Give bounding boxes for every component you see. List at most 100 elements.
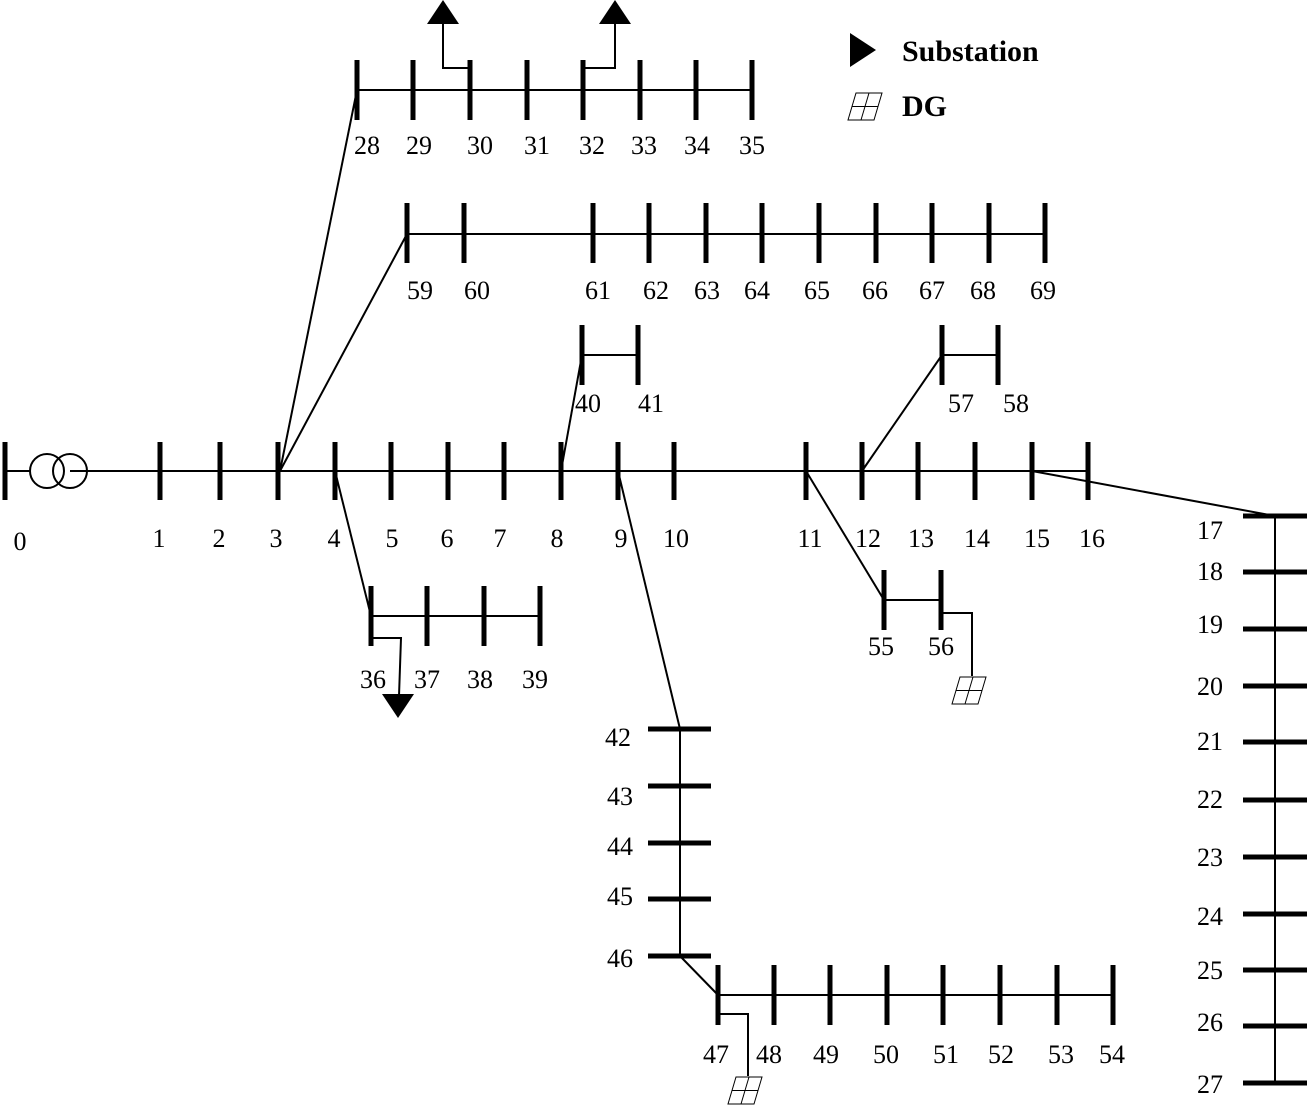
bus-label: 32 [579, 131, 605, 160]
bus-label: 63 [694, 276, 720, 305]
bus-label: 69 [1030, 276, 1056, 305]
bus-label: 3 [270, 524, 283, 553]
bus-label: 14 [964, 524, 990, 553]
feeder-8-40 [560, 354, 583, 472]
bus-label: 59 [407, 276, 433, 305]
substation-link-30 [442, 22, 470, 69]
bus-label: 58 [1003, 389, 1029, 418]
bus-label: 10 [663, 524, 689, 553]
substation-legend-icon [850, 33, 876, 67]
feeder-3-59 [279, 233, 408, 472]
bus-label: 43 [607, 782, 633, 811]
legend: Substation DG [847, 33, 1039, 123]
branch-42-46-busbars [648, 726, 711, 959]
bus-label: 23 [1197, 843, 1223, 872]
dg-link-47 [718, 1013, 749, 1076]
bus-label: 60 [464, 276, 490, 305]
branch-28-35-busbars [354, 60, 755, 120]
bus-label: 30 [467, 131, 493, 160]
bus-label: 55 [868, 632, 894, 661]
bus-label: 33 [631, 131, 657, 160]
bus-label: 42 [605, 723, 631, 752]
bus-label: 11 [797, 524, 822, 553]
substation-legend-label: Substation [902, 35, 1039, 68]
bus-label: 40 [575, 389, 601, 418]
bus-label: 5 [386, 524, 399, 553]
bus-label: 6 [441, 524, 454, 553]
bus-label: 21 [1197, 727, 1223, 756]
dg-legend-label: DG [902, 90, 947, 123]
branch-17-27-busbars [1243, 513, 1307, 1086]
bus-label: 1 [153, 524, 166, 553]
bus-label: 37 [414, 665, 440, 694]
bus-label: 41 [638, 389, 664, 418]
bus-label: 47 [703, 1040, 729, 1069]
substation-icon-36 [382, 694, 414, 718]
bus-label: 54 [1099, 1040, 1125, 1069]
bus-label: 8 [551, 524, 564, 553]
bus-label: 38 [467, 665, 493, 694]
dg-legend-icon [847, 92, 883, 121]
bus-label: 39 [522, 665, 548, 694]
bus-label: 24 [1197, 902, 1223, 931]
bus-label: 25 [1197, 956, 1223, 985]
bus-label: 44 [607, 832, 633, 861]
substation-icon-30 [427, 0, 459, 24]
bus-label: 4 [328, 524, 341, 553]
bus-label: 26 [1197, 1008, 1223, 1037]
bus-label: 56 [928, 632, 954, 661]
bus-labels: 0 1 2 3 4 5 6 7 8 9 10 11 12 13 14 15 16… [14, 131, 1224, 1099]
bus-label: 53 [1048, 1040, 1074, 1069]
bus-label: 61 [585, 276, 611, 305]
bus-label: 27 [1197, 1070, 1223, 1099]
feeder-12-57 [861, 354, 943, 472]
feeder-4-36 [334, 470, 372, 617]
bus-label: 68 [970, 276, 996, 305]
bus-label: 51 [933, 1040, 959, 1069]
bus-label: 64 [744, 276, 770, 305]
bus-label: 28 [354, 131, 380, 160]
feeder-15-17 [1031, 470, 1276, 517]
feeder-11-55 [805, 470, 885, 601]
bus-label: 62 [643, 276, 669, 305]
substation-link-36 [371, 637, 403, 697]
dg-icon-56 [951, 676, 987, 705]
bus-label: 36 [360, 665, 386, 694]
bus-label: 12 [855, 524, 881, 553]
bus-label: 49 [813, 1040, 839, 1069]
main-feeder-busbars [157, 442, 1091, 500]
bus-label: 15 [1024, 524, 1050, 553]
bus-label: 34 [684, 131, 710, 160]
bus-label: 20 [1197, 672, 1223, 701]
bus-label: 9 [615, 524, 628, 553]
bus-label: 29 [406, 131, 432, 160]
branch-59-69-busbars [404, 203, 1048, 263]
bus-label: 31 [524, 131, 550, 160]
bus-label: 46 [607, 944, 633, 973]
bus-label: 19 [1197, 610, 1223, 639]
feeder-3-28 [279, 89, 358, 472]
bus-label: 22 [1197, 785, 1223, 814]
transformer-icon [29, 453, 65, 489]
bus-label: 0 [14, 527, 27, 556]
dg-link-56 [941, 612, 973, 676]
bus-label: 52 [988, 1040, 1014, 1069]
substation-link-32 [583, 22, 616, 69]
bus-label: 17 [1197, 516, 1223, 545]
dg-icon-47 [727, 1076, 763, 1105]
bus-label: 50 [873, 1040, 899, 1069]
bus-label: 18 [1197, 557, 1223, 586]
bus-label: 66 [862, 276, 888, 305]
bus-label: 48 [756, 1040, 782, 1069]
feeder-46-47 [679, 955, 719, 996]
substation-icon-32 [599, 0, 631, 24]
bus-label: 57 [948, 389, 974, 418]
bus-label: 13 [908, 524, 934, 553]
feeder-9-42 [617, 470, 681, 730]
bus-label: 65 [804, 276, 830, 305]
bus-label: 67 [919, 276, 945, 305]
bus-label: 7 [494, 524, 507, 553]
bus-label: 2 [213, 524, 226, 553]
